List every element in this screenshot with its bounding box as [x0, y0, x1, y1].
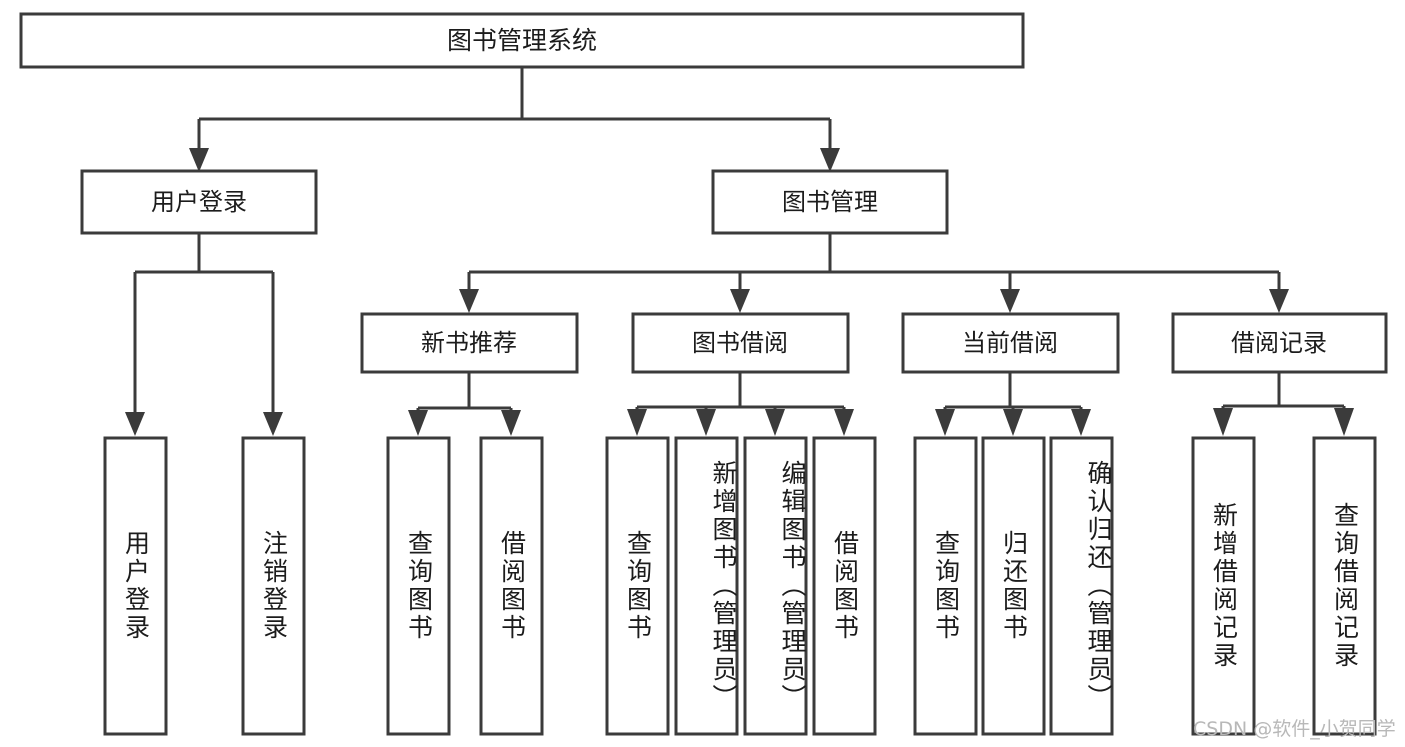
node-borrow-record[interactable]: 借阅记录 — [1171, 312, 1388, 374]
connector-user-login-bus — [133, 233, 275, 414]
arrow-to-leaf-query-record — [1334, 408, 1354, 436]
arrow-to-leaf-user-login — [125, 412, 145, 436]
arrow-to-book-borrow — [730, 289, 750, 313]
arrow-to-leaf-add-record — [1213, 408, 1233, 436]
arrow-to-leaf-return-book — [1003, 409, 1023, 436]
arrow-to-leaf-query-book-3 — [935, 409, 955, 436]
csdn-watermark: CSDN @软件_小贺同学 — [1193, 718, 1396, 740]
node-new-book-recommend-label: 新书推荐 — [421, 329, 517, 357]
node-new-book-recommend[interactable]: 新书推荐 — [360, 312, 579, 374]
arrow-to-leaf-confirm-return — [1071, 409, 1091, 436]
arrow-to-book-management — [820, 148, 840, 172]
connector-root-to-bus — [197, 68, 832, 150]
node-user-login[interactable]: 用户登录 — [80, 169, 318, 235]
arrow-to-leaf-borrow-book-1 — [501, 410, 521, 436]
leaf-confirm-return-box[interactable] — [1049, 436, 1114, 736]
node-book-management[interactable]: 图书管理 — [711, 169, 949, 235]
node-current-borrow[interactable]: 当前借阅 — [901, 312, 1120, 374]
node-root[interactable]: 图书管理系统 — [19, 12, 1025, 69]
arrow-to-leaf-borrow-book-2 — [834, 409, 854, 436]
connector-borrow-record-bus — [1221, 373, 1346, 414]
leaf-query-book-1-box[interactable] — [386, 436, 451, 736]
leaf-query-book-2-box[interactable] — [605, 436, 670, 736]
arrow-to-borrow-record — [1269, 289, 1289, 313]
arrow-to-leaf-add-book — [696, 409, 716, 436]
leaf-add-book-box[interactable] — [674, 436, 739, 736]
node-book-borrow-box[interactable] — [631, 312, 850, 374]
leaf-add-record-box[interactable] — [1191, 436, 1256, 736]
node-current-borrow-label: 当前借阅 — [962, 329, 1058, 357]
arrow-to-new-book-recommend — [459, 289, 479, 313]
leaf-borrow-book-2-box[interactable] — [812, 436, 877, 736]
node-user-login-box[interactable] — [80, 169, 318, 235]
connector-book-management-bus — [467, 233, 1281, 291]
leaf-borrow-book-1-box[interactable] — [479, 436, 544, 736]
node-current-borrow-box[interactable] — [901, 312, 1120, 374]
arrow-to-leaf-logout — [263, 412, 283, 436]
node-root-label: 图书管理系统 — [447, 26, 597, 55]
arrow-to-leaf-query-book-2 — [627, 409, 647, 436]
node-borrow-record-label: 借阅记录 — [1231, 329, 1327, 357]
node-book-management-box[interactable] — [711, 169, 949, 235]
arrow-to-current-borrow — [1000, 289, 1020, 313]
leaf-edit-book-box[interactable] — [743, 436, 808, 736]
node-root-box[interactable] — [19, 12, 1025, 69]
leaf-user-login-box[interactable] — [103, 436, 168, 736]
leaf-logout-box[interactable] — [241, 436, 306, 736]
arrow-to-leaf-edit-book — [765, 409, 785, 436]
connector-current-borrow-bus — [943, 373, 1083, 414]
node-user-login-label: 用户登录 — [151, 188, 247, 216]
arrow-to-leaf-query-book-1 — [408, 410, 428, 436]
leaf-boxes — [103, 436, 1377, 736]
leaf-query-record-box[interactable] — [1312, 436, 1377, 736]
leaf-return-book-box[interactable] — [981, 436, 1046, 736]
node-book-borrow[interactable]: 图书借阅 — [631, 312, 850, 374]
node-book-management-label: 图书管理 — [782, 188, 878, 216]
node-book-borrow-label: 图书借阅 — [692, 329, 788, 357]
connector-book-borrow-bus — [635, 373, 846, 414]
arrow-to-user-login — [189, 148, 209, 172]
connector-new-book-recommend-bus — [416, 373, 513, 414]
node-borrow-record-box[interactable] — [1171, 312, 1388, 374]
node-new-book-recommend-box[interactable] — [360, 312, 579, 374]
connector-layer — [125, 68, 1354, 436]
leaf-query-book-3-box[interactable] — [913, 436, 978, 736]
